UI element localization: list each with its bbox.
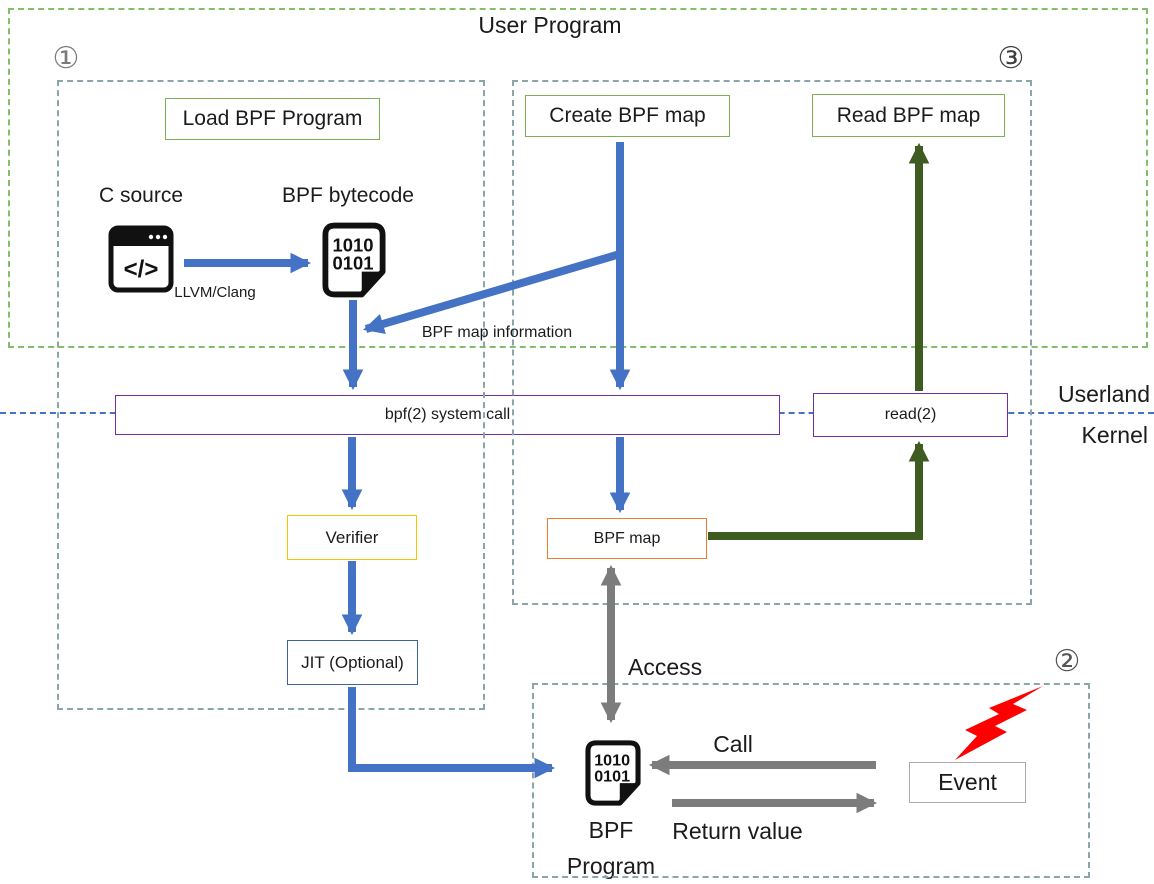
event-label: Event — [938, 769, 997, 795]
event-box: Event — [909, 762, 1026, 803]
code-glyph: </> — [124, 256, 159, 283]
bpf-map-information-label: BPF map information — [421, 324, 573, 341]
read2-box: read(2) — [813, 393, 1008, 437]
create-bpf-map-box: Create BPF map — [525, 95, 730, 137]
read-bpf-map-label: Read BPF map — [836, 103, 981, 127]
binary-text-line1: 1010 — [333, 234, 374, 255]
binary-text-line2: 0101 — [594, 767, 630, 785]
load-program-region — [57, 80, 485, 710]
binary-text-line1: 1010 — [594, 751, 630, 769]
access-label: Access — [628, 654, 703, 680]
c-source-icon: </> — [108, 225, 174, 293]
step-marker-1: ① — [52, 42, 80, 75]
load-bpf-program-box: Load BPF Program — [165, 98, 380, 140]
userland-label: Userland — [1057, 381, 1150, 407]
verifier-box: Verifier — [287, 515, 417, 560]
lightning-icon — [955, 686, 1045, 762]
map-region — [512, 80, 1032, 605]
llvm-clang-label: LLVM/Clang — [174, 284, 256, 301]
jit-box: JIT (Optional) — [287, 640, 418, 685]
call-label: Call — [713, 731, 753, 757]
bpf-program-icon: 1010 0101 — [585, 734, 641, 812]
bpf-program-caption-line2: Program — [566, 853, 656, 879]
step-marker-3: ③ — [997, 42, 1025, 75]
jit-label: JIT (Optional) — [301, 652, 404, 672]
read-bpf-map-box: Read BPF map — [812, 94, 1005, 137]
user-program-region — [8, 8, 1148, 348]
c-source-label: C source — [98, 184, 184, 207]
binary-text-line2: 0101 — [333, 253, 374, 274]
bpf-map-label: BPF map — [593, 529, 661, 547]
return-value-label: Return value — [672, 818, 803, 844]
create-bpf-map-label: Create BPF map — [549, 104, 706, 127]
bpf-bytecode-label: BPF bytecode — [282, 184, 414, 207]
step-marker-2: ② — [1053, 645, 1081, 678]
bpf-program-caption-line1: BPF — [588, 817, 634, 843]
bpf-syscall-box: bpf(2) system call — [115, 395, 780, 435]
bpf-bytecode-icon: 1010 0101 — [322, 221, 386, 299]
load-bpf-program-label: Load BPF Program — [182, 107, 363, 130]
event-region — [532, 683, 1090, 878]
page-title: User Program — [478, 12, 622, 38]
read2-label: read(2) — [884, 406, 937, 423]
kernel-label: Kernel — [1081, 422, 1148, 448]
bpf-map-box: BPF map — [547, 518, 707, 559]
bpf-syscall-label: bpf(2) system call — [384, 406, 511, 423]
verifier-label: Verifier — [325, 527, 379, 547]
